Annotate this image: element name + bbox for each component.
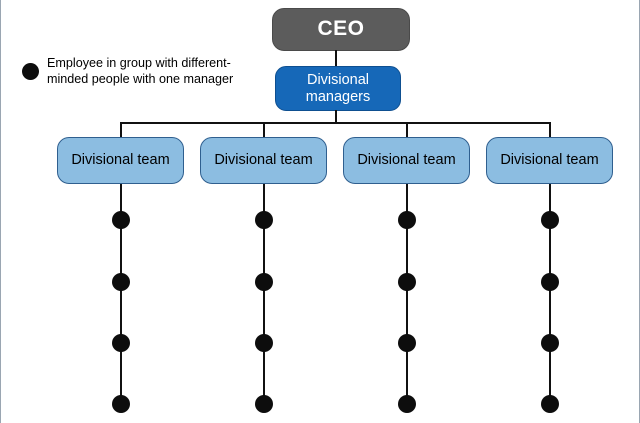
employee-dot: [541, 395, 559, 413]
connector-managers-to-bus: [335, 110, 337, 123]
node-divisional-team-3[interactable]: Divisional team: [343, 137, 470, 184]
node-ceo[interactable]: CEO: [272, 8, 410, 51]
employee-dot: [255, 334, 273, 352]
employee-dot: [398, 395, 416, 413]
node-divisional-team-2[interactable]: Divisional team: [200, 137, 327, 184]
employee-dot: [255, 395, 273, 413]
connector-drop-team-4: [549, 122, 551, 138]
node-divisional-team-1-label: Divisional team: [71, 152, 170, 169]
employee-spine-team-2: [263, 184, 265, 406]
connector-drop-team-1: [120, 122, 122, 138]
employee-dot: [112, 395, 130, 413]
employee-dot: [398, 273, 416, 291]
node-divisional-team-4-label: Divisional team: [500, 152, 599, 169]
employee-dot: [112, 334, 130, 352]
connector-drop-team-3: [406, 122, 408, 138]
employee-dot: [541, 211, 559, 229]
filled-circle-icon: [22, 62, 39, 80]
employee-dot: [112, 211, 130, 229]
employee-dot: [255, 211, 273, 229]
employee-spine-team-1: [120, 184, 122, 406]
node-divisional-team-3-label: Divisional team: [357, 152, 456, 169]
employee-dot: [398, 211, 416, 229]
legend-label: Employee in group with different-minded …: [47, 56, 234, 87]
legend: Employee in group with different-minded …: [22, 55, 262, 87]
connector-horizontal-bus: [120, 122, 550, 124]
employee-dot: [541, 334, 559, 352]
employee-dot: [112, 273, 130, 291]
employee-dot: [255, 273, 273, 291]
connector-ceo-to-managers: [335, 50, 337, 67]
employee-dot: [541, 273, 559, 291]
employee-spine-team-4: [549, 184, 551, 406]
employee-dot: [398, 334, 416, 352]
node-divisional-managers[interactable]: Divisional managers: [275, 66, 401, 111]
node-divisional-managers-label: Divisional managers: [305, 71, 371, 105]
node-divisional-team-2-label: Divisional team: [214, 152, 313, 169]
connector-drop-team-2: [263, 122, 265, 138]
frame-edge-left: [0, 0, 1, 423]
node-divisional-team-1[interactable]: Divisional team: [57, 137, 184, 184]
node-ceo-label: CEO: [317, 17, 365, 41]
node-divisional-team-4[interactable]: Divisional team: [486, 137, 613, 184]
employee-spine-team-3: [406, 184, 408, 406]
